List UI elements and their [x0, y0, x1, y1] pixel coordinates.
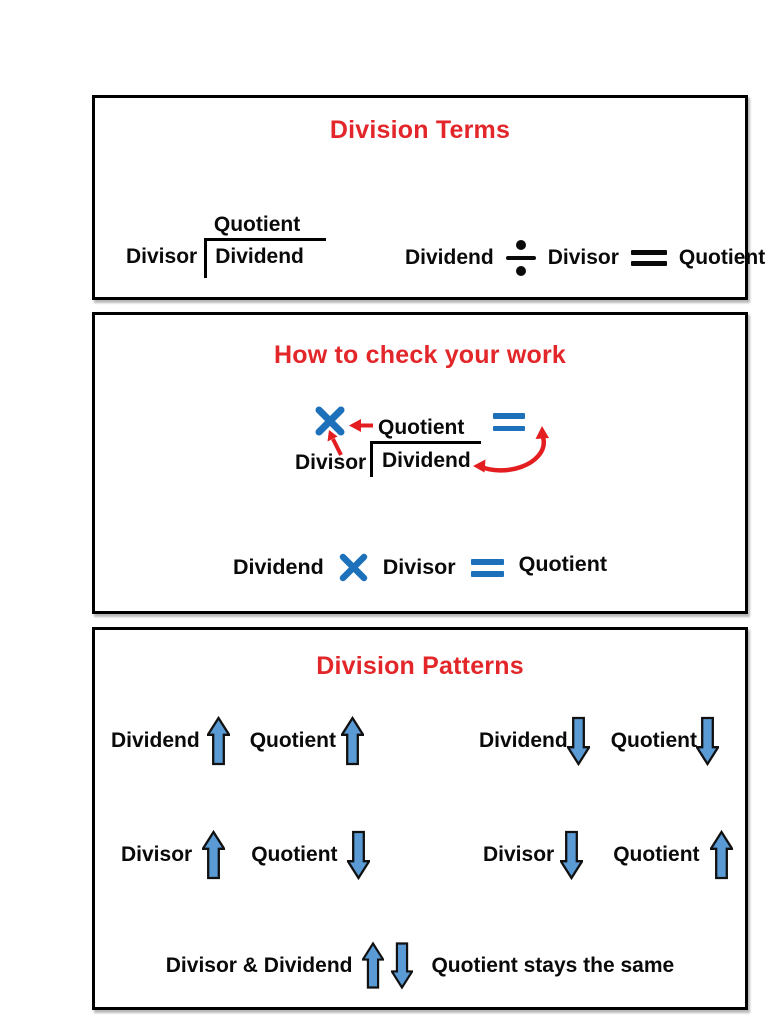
- pattern-label: Quotient: [613, 843, 700, 866]
- dividend-label: Dividend: [405, 246, 494, 269]
- dividend-label: Dividend: [382, 449, 471, 472]
- panel-check-work: How to check your work Quotient Dividend…: [92, 312, 748, 614]
- pattern-note: Quotient stays the same: [431, 953, 675, 977]
- quotient-label: Quotient: [378, 416, 465, 439]
- blue-equals-icon: [470, 558, 504, 577]
- quotient-label: Quotient: [213, 213, 301, 236]
- blue-equals-icon: [493, 413, 525, 431]
- pattern-label: Divisor: [121, 843, 193, 866]
- division-equation: Dividend Divisor Quotient: [405, 240, 765, 276]
- curved-double-arrow-icon: [473, 426, 549, 473]
- up-arrow-icon: [341, 715, 365, 766]
- pattern-row: Dividend Quotient: [111, 714, 365, 768]
- down-arrow-icon: [391, 942, 414, 990]
- divisor-label: Divisor: [382, 555, 456, 579]
- pattern-label: Quotient: [249, 729, 337, 752]
- dividend-label: Dividend: [215, 245, 304, 268]
- down-arrow-icon: [560, 830, 584, 881]
- pattern-row: Divisor Quotient: [483, 828, 733, 882]
- multiplication-equation: Dividend Divisor Quotient: [95, 552, 745, 582]
- left-arrow-icon: [349, 419, 373, 432]
- divisor-label: Divisor: [547, 246, 619, 269]
- up-arrow-icon: [202, 829, 226, 880]
- division-bracket: Dividend: [370, 441, 481, 477]
- equals-sign-icon: [630, 250, 667, 266]
- dividend-label: Dividend: [232, 555, 324, 579]
- panel-division-patterns: Division Patterns Dividend Quotient Divi…: [92, 627, 748, 1010]
- pattern-row: Dividend Quotient: [479, 714, 720, 768]
- up-arrow-icon: [709, 829, 733, 880]
- up-left-arrow-icon: [327, 430, 343, 456]
- pattern-label: Quotient: [251, 843, 338, 866]
- up-arrow-icon: [206, 715, 230, 766]
- panel-title: Division Patterns: [316, 652, 524, 680]
- up-arrow-icon: [362, 941, 385, 989]
- pattern-row: Divisor Quotient: [121, 828, 370, 882]
- division-bracket: Dividend: [204, 238, 326, 278]
- multiply-icon: [315, 406, 345, 436]
- down-arrow-icon: [566, 716, 590, 767]
- pattern-label: Dividend: [111, 729, 200, 752]
- pattern-label: Dividend: [479, 729, 568, 752]
- panel-division-terms: Division Terms Quotient Divisor Dividend…: [92, 95, 765, 300]
- divisor-label: Divisor: [295, 451, 367, 474]
- pattern-label: Divisor & Dividend: [165, 953, 353, 977]
- division-sign-icon: [505, 240, 536, 276]
- quotient-label: Quotient: [678, 246, 766, 269]
- pattern-label: Divisor: [483, 843, 555, 866]
- pattern-row: Divisor & Dividend Quotient stays the sa…: [95, 940, 745, 991]
- panel-title: Division Terms: [329, 116, 511, 144]
- down-arrow-icon: [346, 830, 370, 881]
- down-arrow-icon: [696, 716, 720, 767]
- multiply-icon: [339, 553, 368, 582]
- panel-title: How to check your work: [274, 341, 566, 369]
- divisor-label: Divisor: [126, 245, 198, 268]
- long-division-diagram: Quotient Divisor Dividend: [123, 212, 326, 278]
- quotient-label: Quotient: [518, 552, 608, 576]
- pattern-label: Quotient: [610, 729, 698, 752]
